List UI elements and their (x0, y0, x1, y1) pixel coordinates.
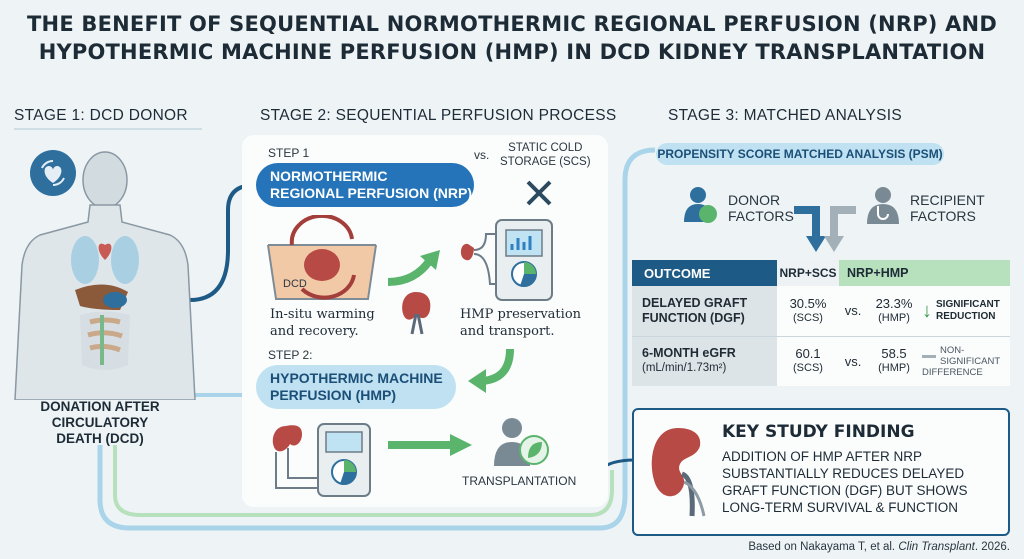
nrp-line-1: NORMOTHERMIC (270, 168, 388, 184)
row1-scs-value: 30.5% (789, 295, 827, 311)
row1-note-line-1: SIGNIFICANT (936, 298, 1000, 310)
insitu-basin-illustration (267, 215, 377, 300)
donor-icon (684, 187, 717, 223)
row1-scs: 30.5% (SCS) (777, 286, 839, 336)
row1-hmp-value: 23.3% (875, 295, 913, 311)
arrow-curve-icon (387, 250, 440, 286)
arrow-down-left-icon (468, 348, 514, 393)
stage1-label-line-1: DONATION AFTER (40, 399, 160, 414)
citation-suffix: . 2026. (974, 541, 1010, 553)
finding-line-4: LONG-TERM SURVIVAL & FUNCTION (722, 500, 959, 515)
citation-journal: Clin Transplant (898, 541, 975, 553)
scs-label: STATIC COLD STORAGE (SCS) (500, 141, 591, 169)
table-row: DELAYED GRAFT FUNCTION (DGF) 30.5% (SCS)… (632, 286, 1010, 336)
finding-heading: KEY STUDY FINDING (722, 422, 915, 442)
hmp-device-icon (460, 219, 553, 301)
finding-line-1: ADDITION OF HMP AFTER NRP (722, 449, 923, 464)
recipient-person-icon (494, 418, 549, 466)
hmp-preservation-line-1: HMP preservation (460, 307, 582, 322)
row1-hmp-sub: (HMP) (878, 311, 910, 324)
hmp-machine-icon (272, 423, 371, 497)
recipient-line-1: RECIPIENT (910, 192, 985, 208)
row1-outcome-line-2: FUNCTION (DGF) (642, 310, 745, 325)
step1-label: STEP 1 (268, 146, 310, 160)
recipient-line-2: FACTORS (910, 208, 976, 224)
stage1-label: DONATION AFTER CIRCULATORY DEATH (DCD) (14, 399, 186, 447)
insitu-line-1: In-situ warming (270, 307, 375, 322)
row2-note-line-1: NON-SIGNIFICANT (940, 344, 1001, 367)
insitu-line-2: and recovery. (270, 324, 359, 339)
row2-hmp-sub: (HMP) (878, 362, 910, 375)
hmp-line-2: PERFUSION (HMP) (270, 387, 396, 403)
kidney-icon (402, 292, 431, 335)
merge-arrows-icon (794, 206, 856, 252)
row2-hmp: 58.5 (HMP) (867, 336, 921, 386)
cross-icon (526, 180, 552, 206)
title-line-2: HYPOTHERMIC MACHINE PERFUSION (HMP) IN D… (38, 40, 986, 64)
table-header-row: OUTCOME NRP+SCS NRP+HMP (632, 260, 1010, 286)
stage1-label-line-2: CIRCULATORY (51, 415, 149, 430)
row2-scs-sub: (SCS) (793, 362, 823, 375)
header-outcome: OUTCOME (632, 260, 777, 286)
human-body-illustration (14, 151, 196, 400)
hmp-line-1: HYPOTHERMIC MACHINE (270, 370, 443, 386)
row1-outcome: DELAYED GRAFT FUNCTION (DGF) (632, 286, 777, 336)
kidney-icon (651, 428, 706, 517)
insitu-text: In-situ warming and recovery. (270, 306, 375, 340)
row1-scs-sub: (SCS) (793, 311, 823, 324)
finding-text: ADDITION OF HMP AFTER NRP SUBSTANTIALLY … (722, 448, 968, 516)
row2-scs: 60.1 (SCS) (777, 336, 839, 386)
row2-vs: vs. (839, 336, 867, 386)
finding-line-2: SUBSTANTIALLY REDUCES DELAYED (722, 466, 965, 481)
row2-outcome: 6-MONTH eGFR (mL/min/1.73m²) (632, 336, 777, 386)
recipient-icon (867, 187, 899, 224)
nrp-line-2: REGIONAL PERFUSION (NRP) (270, 185, 472, 201)
row1-note-line-2: REDUCTION (936, 310, 996, 322)
row2-scs-value: 60.1 (795, 346, 821, 362)
donor-line-2: FACTORS (728, 208, 794, 224)
scs-line-1: STATIC COLD (508, 142, 583, 154)
stage1-label-line-3: DEATH (DCD) (56, 431, 144, 446)
table-row: 6-MONTH eGFR (mL/min/1.73m²) 60.1 (SCS) … (632, 336, 1010, 386)
hmp-preservation-text: HMP preservation and transport. (460, 306, 581, 340)
key-finding-box: KEY STUDY FINDING ADDITION OF HMP AFTER … (632, 408, 1010, 536)
finding-line-3: GRAFT FUNCTION (DGF) BUT SHOWS (722, 483, 968, 498)
vs-label: vs. (474, 148, 490, 162)
hmp-preservation-line-2: and transport. (460, 324, 555, 339)
stage1-underline (14, 128, 202, 130)
arrow-right-icon (388, 434, 472, 456)
row2-note-line-2: DIFFERENCE (922, 366, 983, 378)
psm-pill: PROPENSITY SCORE MATCHED ANALYSIS (PSM) (656, 143, 944, 165)
results-table: OUTCOME NRP+SCS NRP+HMP DELAYED GRAFT FU… (632, 260, 1010, 386)
title-line-1: THE BENEFIT OF SEQUENTIAL NORMOTHERMIC R… (27, 12, 997, 36)
header-nrp-scs: NRP+SCS (777, 260, 839, 286)
row1-note: ↓ SIGNIFICANT REDUCTION (921, 286, 1010, 336)
citation-prefix: Based on Nakayama T, et al. (748, 541, 899, 553)
heart-icon (30, 150, 76, 196)
row1-hmp: 23.3% (HMP) (867, 286, 921, 336)
stage3-heading: STAGE 3: MATCHED ANALYSIS (668, 107, 903, 124)
dash-icon (922, 354, 936, 358)
donor-factors-label: DONOR FACTORS (728, 192, 794, 224)
row2-note: NON-SIGNIFICANT DIFFERENCE (921, 336, 1010, 386)
step2-label: STEP 2: (268, 348, 313, 362)
row2-outcome-line-1: 6-MONTH eGFR (642, 346, 736, 361)
stage1-heading: STAGE 1: DCD DONOR (14, 107, 188, 124)
row2-hmp-value: 58.5 (881, 346, 907, 362)
transplant-label: TRANSPLANTATION (462, 474, 577, 488)
donor-line-1: DONOR (728, 192, 781, 208)
recipient-factors-label: RECIPIENT FACTORS (910, 192, 985, 224)
row1-outcome-line-1: DELAYED GRAFT (642, 295, 748, 310)
page-title: THE BENEFIT OF SEQUENTIAL NORMOTHERMIC R… (0, 10, 1024, 66)
header-nrp-hmp: NRP+HMP (839, 260, 1010, 286)
stage2-heading: STAGE 2: SEQUENTIAL PERFUSION PROCESS (260, 107, 617, 124)
row2-outcome-line-2: (mL/min/1.73m²) (642, 362, 727, 375)
down-arrow-icon: ↓ (922, 299, 932, 322)
hmp-pill: HYPOTHERMIC MACHINE PERFUSION (HMP) (256, 365, 456, 409)
citation: Based on Nakayama T, et al. Clin Transpl… (640, 541, 1010, 553)
dcd-tag: DCD (283, 278, 307, 290)
nrp-pill: NORMOTHERMIC REGIONAL PERFUSION (NRP) (256, 163, 474, 207)
scs-line-2: STORAGE (SCS) (500, 156, 591, 168)
row1-vs: vs. (839, 286, 867, 336)
